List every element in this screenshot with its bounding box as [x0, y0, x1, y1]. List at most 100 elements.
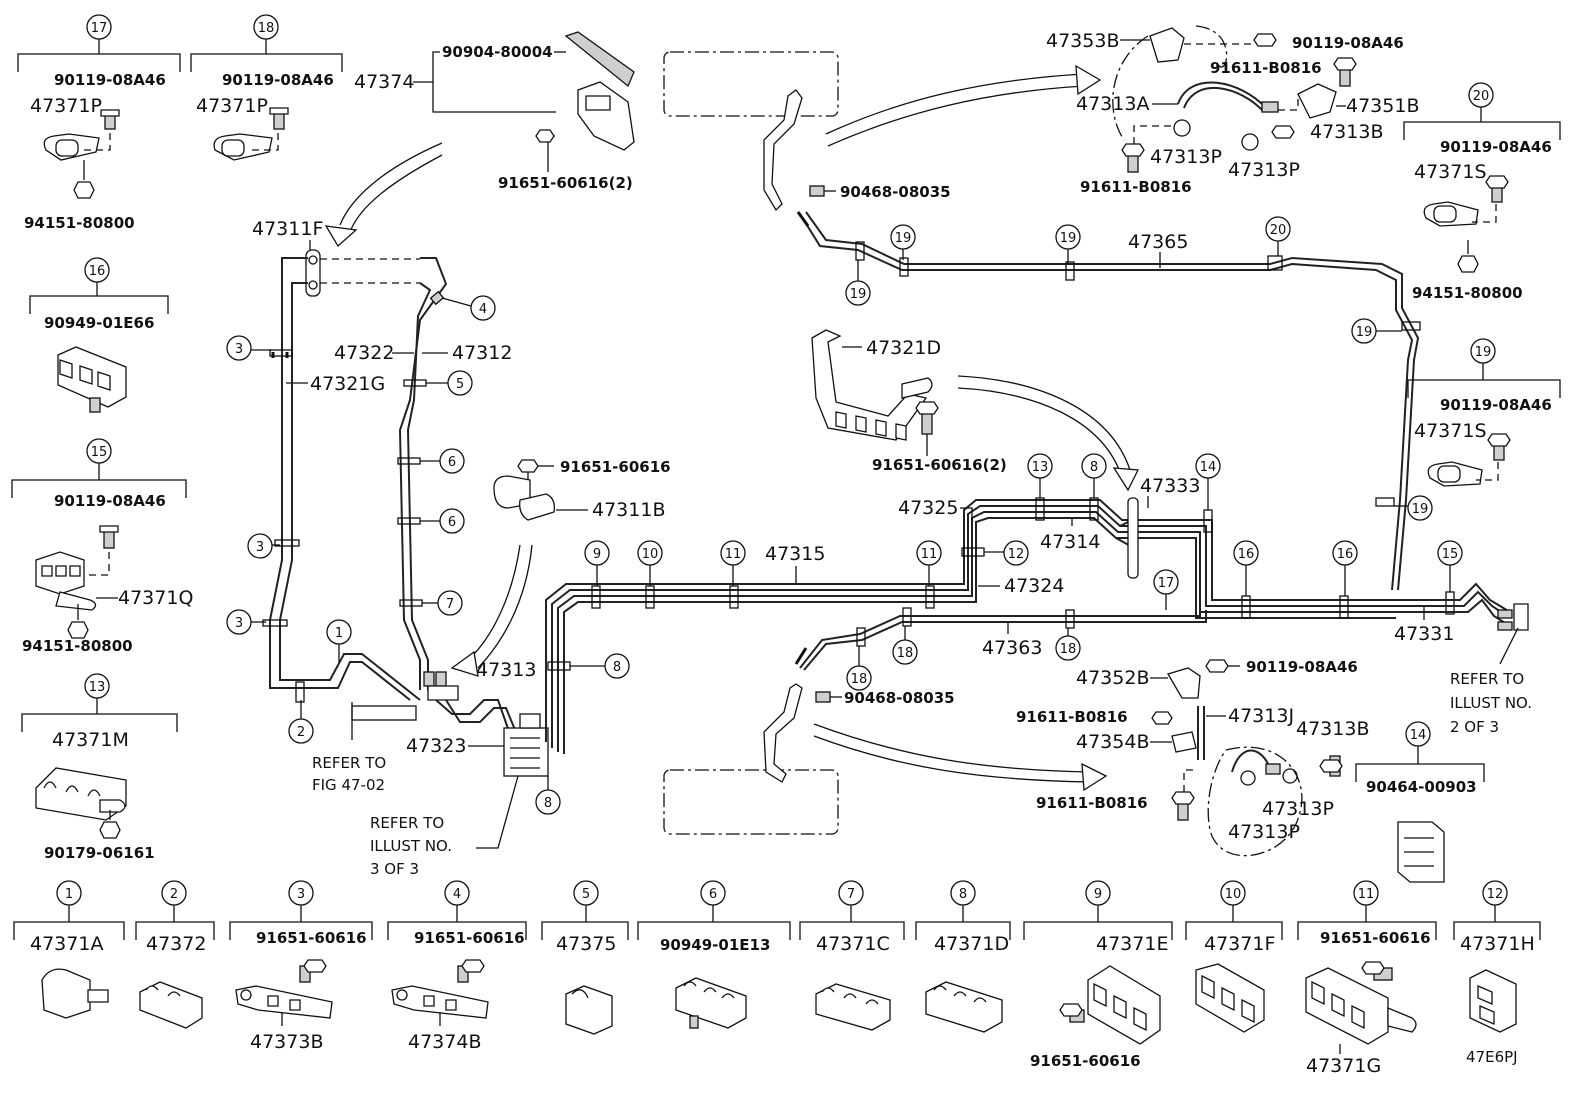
label-47323: 47323 — [406, 735, 466, 757]
callout-10: 10 — [642, 547, 659, 562]
callout-bottom-2: 2 — [170, 887, 178, 902]
label-90468-08035-b: 90468-08035 — [844, 689, 955, 707]
group-18: 18 90119-08A46 47371P — [190, 14, 343, 161]
callout-2: 2 — [297, 725, 305, 740]
pipe-system-left: 47311F REFER TO FIG 47-02 — [252, 218, 448, 794]
callout-14: 14 — [1410, 728, 1427, 743]
label-47371P: 47371P — [30, 95, 102, 117]
label-47371G: 47371G — [1306, 1055, 1381, 1077]
callout-bottom-7: 7 — [847, 887, 855, 902]
label-47353B: 47353B — [1046, 30, 1119, 52]
callout-18a: 18 — [851, 672, 868, 687]
callout-13: 13 — [89, 680, 106, 695]
label-47371F: 47371F — [1204, 933, 1275, 955]
callout-20-main: 20 — [1270, 223, 1287, 238]
label-47322: 47322 — [334, 342, 394, 364]
label-47313P-c: 47313P — [1262, 798, 1334, 820]
label-refer-illus2-3: 2 OF 3 — [1450, 718, 1499, 736]
label-47313B-top: 47313B — [1310, 121, 1383, 143]
label-refer-illus3-3: 3 OF 3 — [370, 860, 419, 878]
label-47313P-b: 47313P — [1228, 159, 1300, 181]
label-47354B: 47354B — [1076, 731, 1149, 753]
label-refer-illus3-2: ILLUST NO. — [370, 837, 452, 855]
label-47313: 47313 — [476, 659, 536, 681]
label-47371P-b: 47371P — [196, 95, 268, 117]
label-refer-illus2-2: ILLUST NO. — [1450, 694, 1532, 712]
callout-bottom-3: 3 — [297, 887, 305, 902]
label-47374: 47374 — [354, 71, 414, 93]
label-refer-illus2-1: REFER TO — [1450, 670, 1524, 688]
callout-12: 12 — [1008, 547, 1025, 562]
label-90119-08A46: 90119-08A46 — [54, 71, 166, 89]
label-90468-08035: 90468-08035 — [840, 183, 951, 201]
callout-bottom-1: 1 — [65, 887, 73, 902]
bundle-labels: 47315 47324 47325 47314 47333 47331 — [765, 475, 1454, 645]
pipe-labels-left: 47322 47312 47321G — [286, 342, 512, 395]
label-91611-B0816-c: 91611-B0816 — [1016, 708, 1128, 726]
joint-47311B: 91651-60616 47311B 47313 — [450, 458, 671, 681]
upper-hose-area: 90468-08035 — [663, 51, 1102, 212]
callout-18c: 18 — [1060, 642, 1077, 657]
callout-bottom-8: 8 — [959, 887, 967, 902]
arrow-head-2 — [450, 650, 479, 677]
label-91651-60616: 91651-60616 — [560, 458, 671, 476]
callout-8a: 8 — [613, 660, 621, 675]
callout-17: 17 — [91, 21, 108, 36]
label-47371M: 47371M — [52, 729, 129, 751]
label-94151-80800: 94151-80800 — [24, 214, 135, 232]
callout-3b: 3 — [256, 540, 264, 555]
label-refer-fig-1: REFER TO — [312, 754, 386, 772]
callout-4: 4 — [479, 302, 487, 317]
label-94151-80800-r: 94151-80800 — [1412, 284, 1523, 302]
label-90119-08A46-top: 90119-08A46 — [1292, 34, 1404, 52]
callout-19: 19 — [1475, 345, 1492, 360]
label-47313J: 47313J — [1228, 705, 1294, 727]
label-47311F: 47311F — [252, 218, 323, 240]
callout-18: 18 — [258, 21, 275, 36]
bracket-47321D: 47321D 91651-60616(2) — [811, 329, 1140, 492]
callout-13-main: 13 — [1032, 460, 1049, 475]
label-91651-60616-b9: 91651-60616 — [1030, 1052, 1141, 1070]
label-47325: 47325 — [898, 497, 958, 519]
arrow-curve-2 — [349, 154, 443, 233]
bottom-row: 1 47371A 2 47372 3 91651-60616 47373B 4 … — [13, 880, 1541, 1077]
group-19: 19 90119-08A46 47371S — [1407, 338, 1561, 487]
label-47371D: 47371D — [934, 933, 1009, 955]
callout-16b: 16 — [1337, 547, 1354, 562]
callout-15: 15 — [91, 445, 108, 460]
label-90949-01E13: 90949-01E13 — [660, 936, 770, 954]
arrow-head-1 — [324, 225, 358, 248]
lower-hose-area — [663, 683, 1108, 835]
label-47333: 47333 — [1140, 475, 1200, 497]
label-47324: 47324 — [1004, 575, 1064, 597]
callout-3c: 3 — [235, 616, 243, 631]
callout-17-main: 17 — [1158, 576, 1175, 591]
label-90119-08A46-low: 90119-08A46 — [1246, 658, 1358, 676]
label-90119-08A46-r20: 90119-08A46 — [1440, 138, 1552, 156]
label-47371C: 47371C — [816, 933, 890, 955]
callout-bottom-10: 10 — [1225, 887, 1242, 902]
left-system-callouts: 3 3 3 2 1 4 5 6 6 7 — [226, 295, 496, 744]
label-47371H: 47371H — [1460, 933, 1535, 955]
label-90904-80004: 90904-80004 — [442, 43, 553, 61]
arrow-curve-1 — [339, 142, 443, 226]
junction-block-47323: 47323 REFER TO ILLUST NO. 3 OF 3 8 — [370, 671, 561, 878]
callout-bottom-5: 5 — [582, 887, 590, 902]
label-47312: 47312 — [452, 342, 512, 364]
detail-47352B: 47352B 90119-08A46 91611-B0816 47313J 47… — [1016, 658, 1369, 857]
callout-19e: 19 — [1412, 502, 1429, 517]
label-47314: 47314 — [1040, 531, 1100, 553]
group-16: 16 90949-01E66 — [29, 257, 169, 413]
label-91611-B0816-top: 91611-B0816 — [1210, 59, 1322, 77]
diagram-code: 47E6PJ — [1466, 1048, 1518, 1066]
callout-3a: 3 — [235, 342, 243, 357]
label-91651-60616-2b: 91651-60616(2) — [872, 456, 1007, 474]
group-15: 15 90119-08A46 47371Q 94151-80800 — [11, 438, 193, 655]
bundle-callouts: 9 10 11 11 12 8 13 8 14 16 16 15 17 — [570, 453, 1463, 679]
callout-bottom-12: 12 — [1487, 887, 1504, 902]
label-90179-06161: 90179-06161 — [44, 844, 155, 862]
label-94151-80800-b: 94151-80800 — [22, 637, 133, 655]
callout-11a: 11 — [725, 547, 742, 562]
label-refer-fig-2: FIG 47-02 — [312, 776, 385, 794]
label-91651-60616-b11: 91651-60616 — [1320, 929, 1431, 947]
